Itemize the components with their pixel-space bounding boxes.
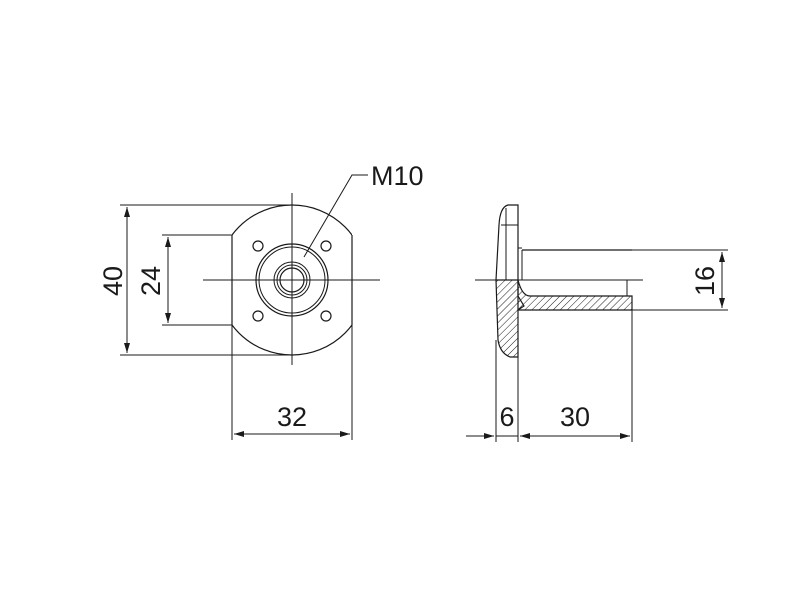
mounting-holes xyxy=(252,240,332,322)
shaft-length-label: 30 xyxy=(560,402,590,432)
center-lines xyxy=(203,193,380,365)
height-overall-label: 40 xyxy=(98,266,128,296)
dimension-24: 24 xyxy=(136,234,232,326)
side-view: 16 6 30 xyxy=(466,204,728,442)
dimension-40: 40 xyxy=(98,204,292,356)
dimension-6-30: 6 30 xyxy=(466,310,633,442)
thread-leader: M10 xyxy=(303,161,424,258)
flange xyxy=(495,204,525,358)
thread-callout-label: M10 xyxy=(371,161,424,191)
dimension-16: 16 xyxy=(632,249,728,311)
width-label: 32 xyxy=(277,402,307,432)
shaft xyxy=(517,249,633,311)
front-view: M10 40 24 32 xyxy=(98,161,424,440)
flange-thickness-label: 6 xyxy=(499,402,514,432)
height-flat-label: 24 xyxy=(136,266,166,296)
shaft-diameter-label: 16 xyxy=(690,266,720,296)
dimension-32: 32 xyxy=(231,325,353,440)
